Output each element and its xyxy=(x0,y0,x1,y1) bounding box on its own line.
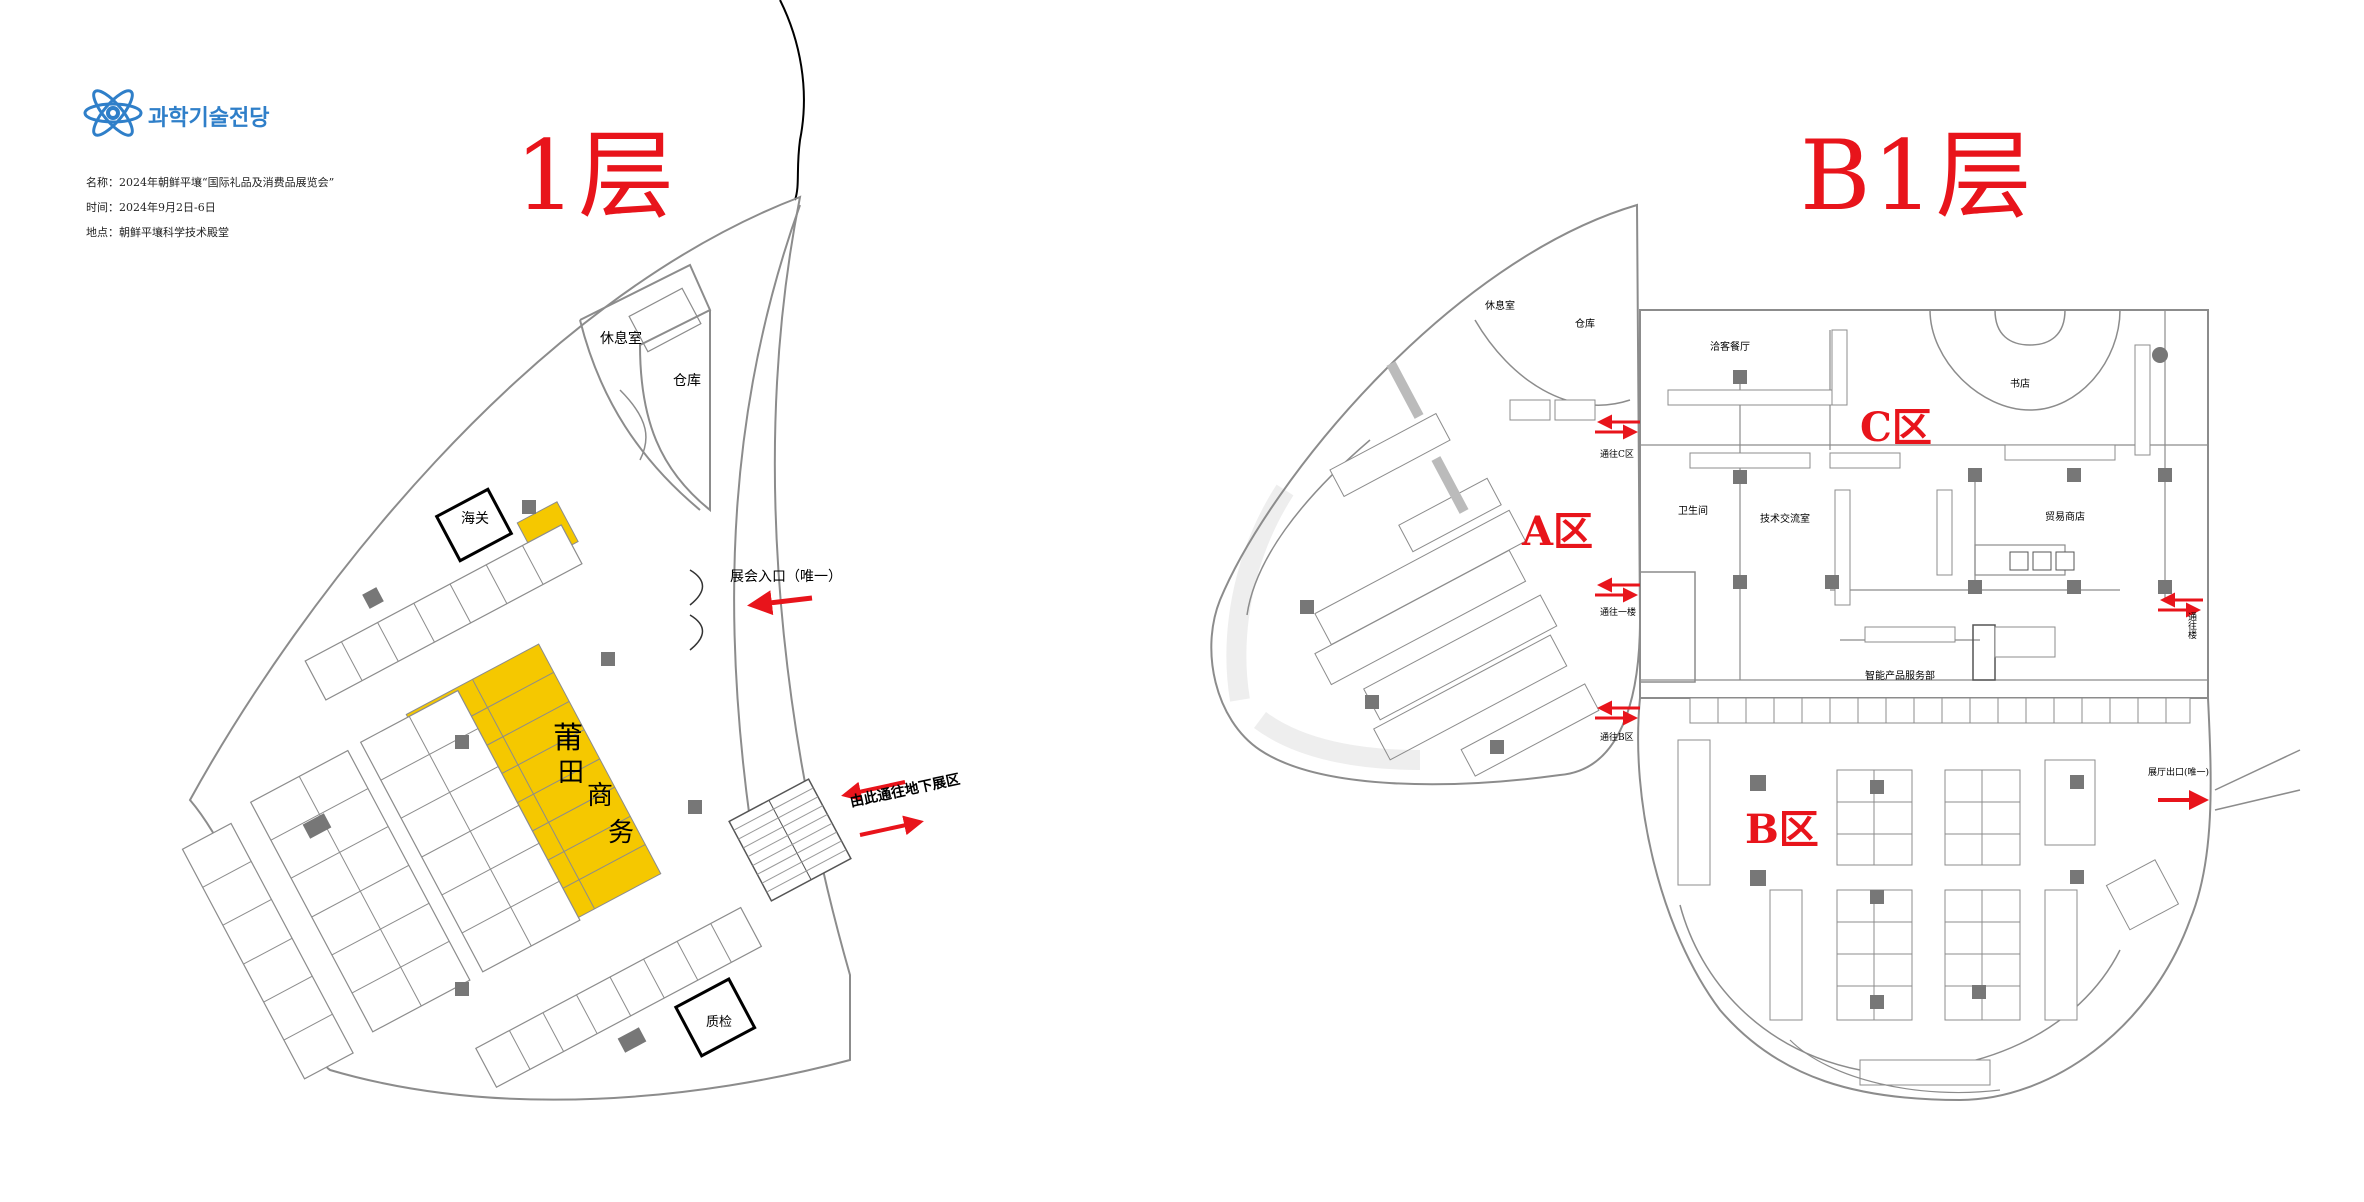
putian-label-4: 务 xyxy=(608,818,635,848)
b1-to-floor: 通往楼 xyxy=(2186,612,2196,639)
expo-time: 时间：2024年9月2日-6日 xyxy=(86,201,216,214)
zone-a-label: A区 xyxy=(1522,508,1594,555)
b1-bookstore: 书店 xyxy=(2010,379,2030,390)
zone-a-booths xyxy=(1314,399,1600,777)
putian-label-1: 莆 xyxy=(553,721,583,756)
floor1-booth-row-a xyxy=(304,524,583,701)
entrance-arrow xyxy=(747,590,813,616)
b1-trade-shop: 贸易商店 xyxy=(2045,512,2085,523)
floor1-plan xyxy=(181,0,924,1101)
zone-b-outline xyxy=(1637,697,2212,1102)
b1-smart-dept: 智能产品服务部 xyxy=(1865,671,1935,682)
b1-toilet: 卫生间 xyxy=(1678,506,1708,517)
b1-exit: 展厅出口(唯一) xyxy=(2148,768,2210,778)
floorB1-title: B1层 xyxy=(1800,120,2034,232)
b1-rest-room: 休息室 xyxy=(1485,301,1515,312)
expo-name: 名称：2024年朝鲜平壤“国际礼品及消费品展览会” xyxy=(86,176,335,189)
floor1-title: 1层 xyxy=(515,120,677,232)
b1-to-1f: 通往一楼 xyxy=(1600,608,1637,618)
zone-b-booths xyxy=(1677,739,2180,1086)
atom-eye-icon xyxy=(83,89,143,137)
logo-text: 과학기술전당 xyxy=(148,106,270,131)
b1-warehouse: 仓库 xyxy=(1575,319,1595,330)
downstairs-staircase xyxy=(728,778,852,902)
floor1-customs: 海关 xyxy=(461,511,489,527)
b1-tech-room: 技术交流室 xyxy=(1760,514,1810,525)
downstairs-arrow-out xyxy=(859,815,924,837)
zone-a-outline xyxy=(1210,203,1642,786)
floor1-warehouse: 仓库 xyxy=(673,373,701,389)
b1-to-b: 通往B区 xyxy=(1600,733,1634,743)
floor1-booth-block-e xyxy=(181,822,354,1080)
floorB1-plan xyxy=(1210,203,2301,1102)
floor1-entrance: 展会入口（唯一） xyxy=(730,569,842,585)
expo-place: 地点：朝鲜平壤科学技术殿堂 xyxy=(86,226,229,239)
logo: 과학기술전당 xyxy=(82,88,322,138)
zone-b-label: B区 xyxy=(1745,806,1819,853)
floor1-quality: 质检 xyxy=(706,1015,733,1030)
floor1-booth-block-d xyxy=(249,749,471,1033)
putian-label-3: 商 xyxy=(587,781,614,811)
floor1-rest-room: 休息室 xyxy=(600,331,642,347)
floor1-booth-row-f xyxy=(475,906,763,1089)
putian-label-2: 田 xyxy=(558,758,585,788)
downstairs-arrow-in xyxy=(841,780,906,802)
b1-restaurant: 洽客餐厅 xyxy=(1710,342,1750,353)
floor1-booth-block-c xyxy=(359,689,581,973)
floor1-outline xyxy=(188,195,851,1101)
zone-c-label: C区 xyxy=(1860,404,1932,451)
pillars xyxy=(1300,370,2172,1009)
b1-to-c: 通往C区 xyxy=(1600,450,1634,460)
